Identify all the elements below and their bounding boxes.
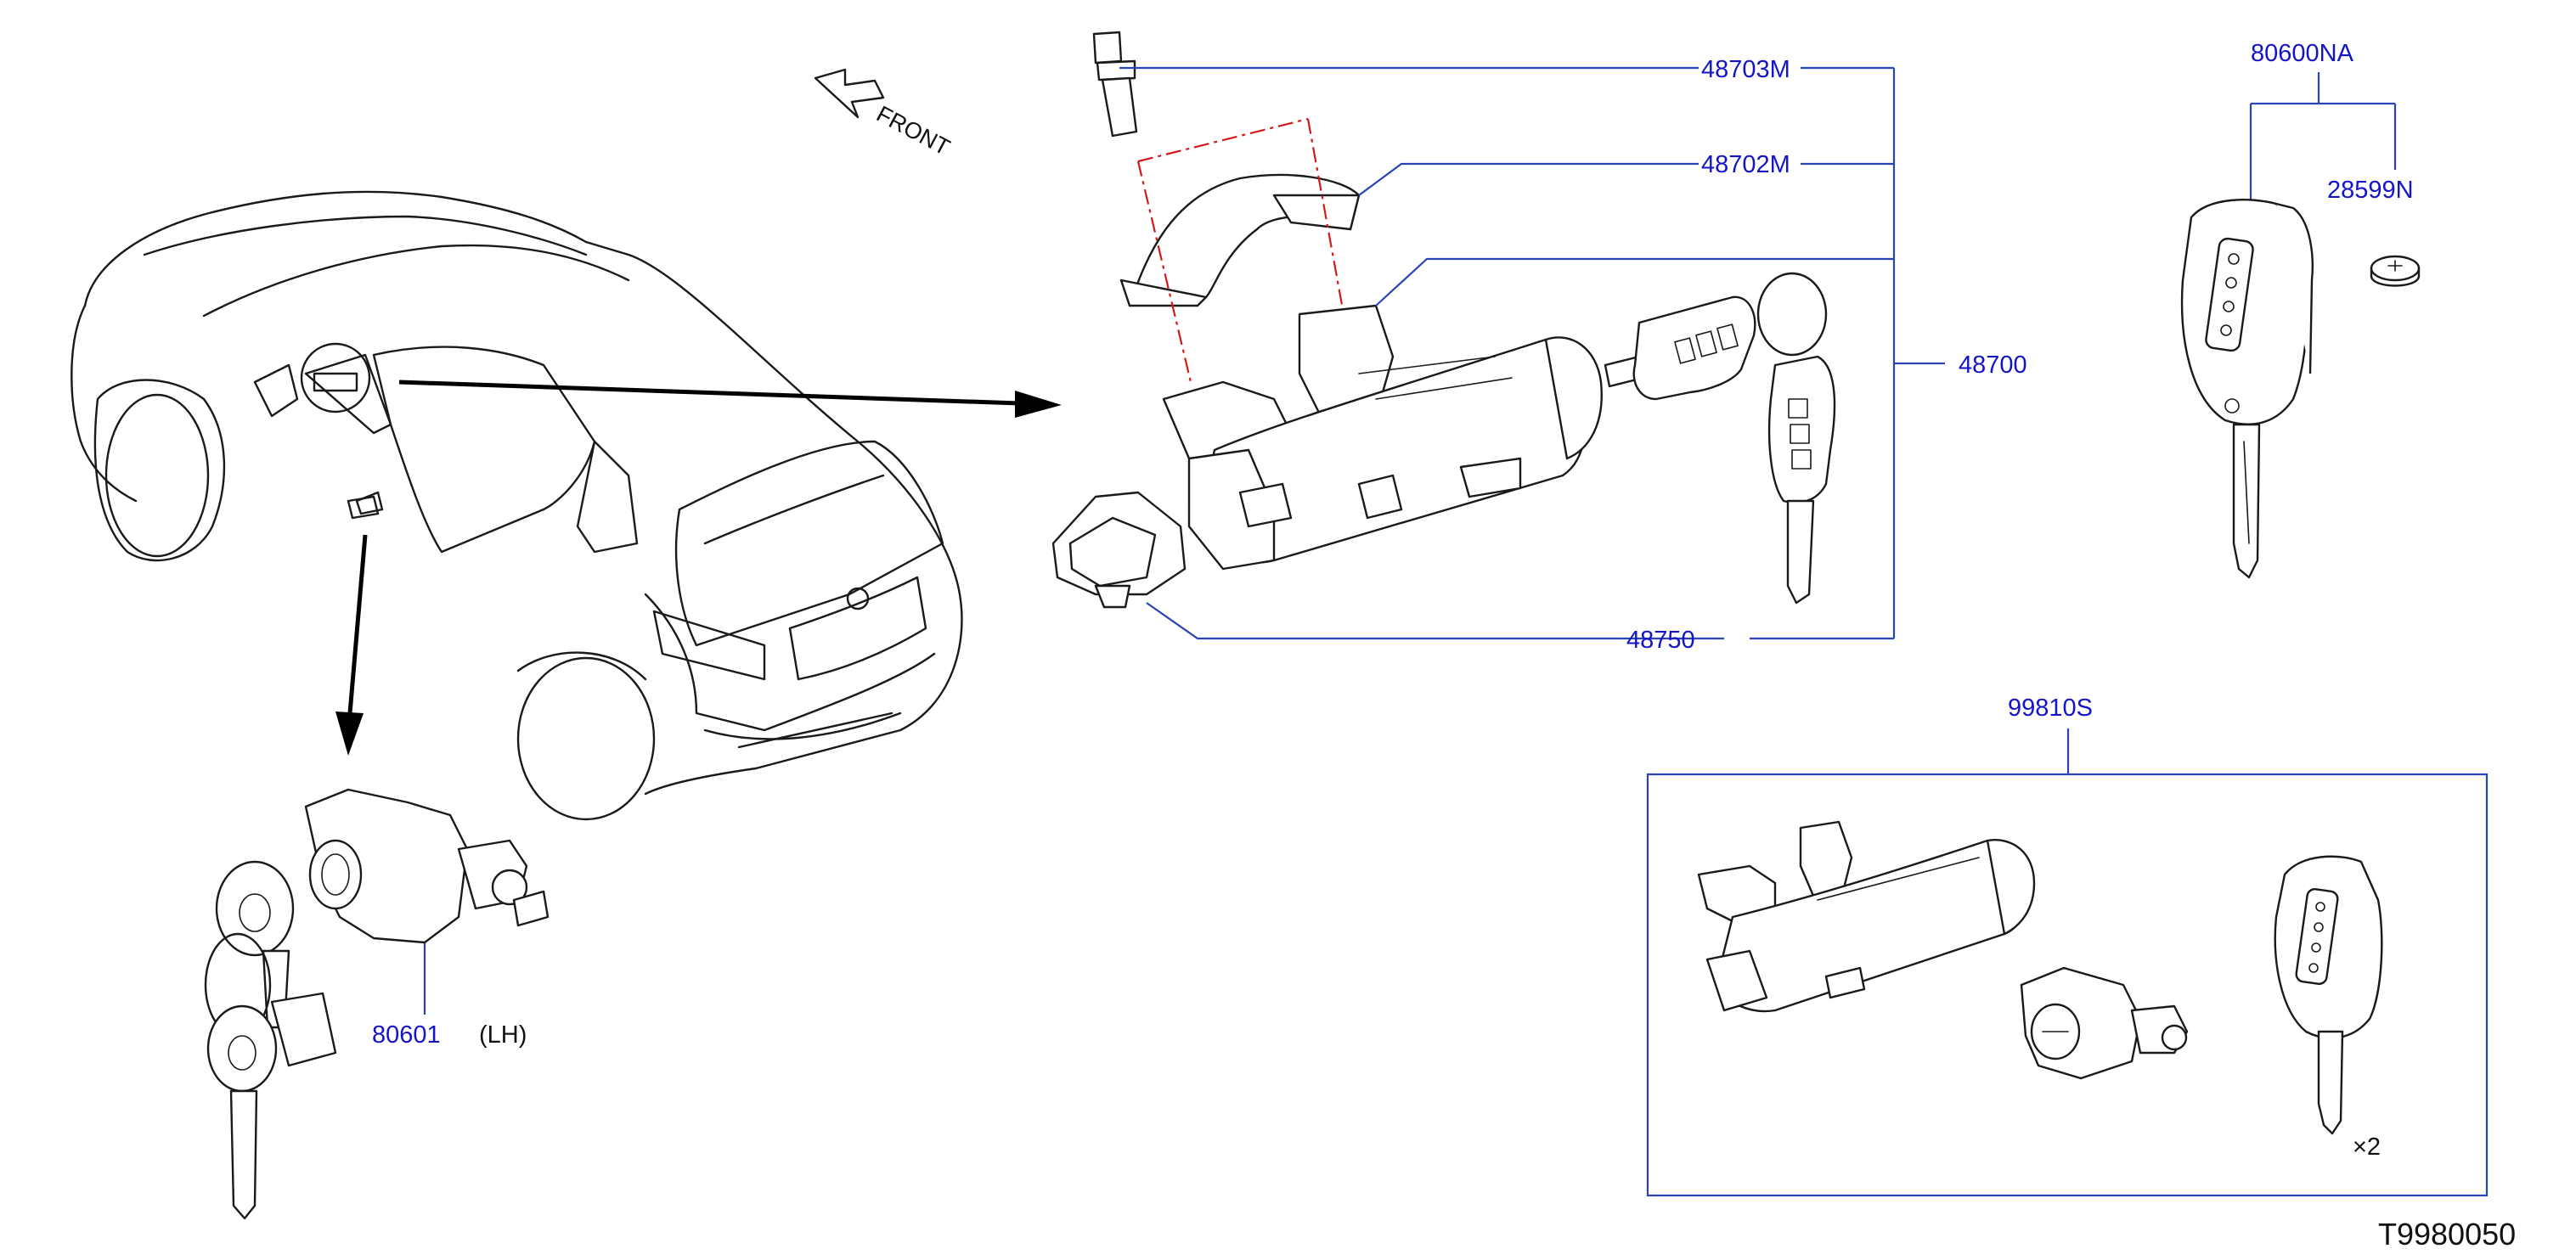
key-fob-48700 [1604,272,1836,605]
part-number-48702M: 48702M [1701,151,1790,178]
folding-key-80600NA [2180,199,2314,579]
part-number-99810S: 99810S [2008,695,2093,722]
part-number-80601: 80601 [372,1021,441,1049]
part-number-48700: 48700 [1959,352,2027,379]
part-number-48703M: 48703M [1701,56,1790,83]
front-label: FRONT [872,101,954,160]
part-labels: 48703M 48702M 48700 48750 80600NA 28599N… [372,40,2516,1252]
clamp-48702M [1119,173,1361,307]
diagram-reference-number: T9980050 [2378,1217,2516,1252]
kit-99810S [1697,820,2383,1135]
vehicle-illustration [70,190,963,821]
side-label-lh: (LH) [479,1021,527,1049]
ignition-assembly [1051,31,1836,609]
door-lock-80601 [204,788,550,1220]
ignition-switch-48750 [1051,491,1187,609]
front-direction-indicator: FRONT [814,68,954,160]
centerline [1136,117,1345,383]
part-number-48750: 48750 [1626,627,1695,654]
steering-lock-body-48700 [1162,304,1603,571]
callout-arrow-ignition [398,380,1062,418]
leader-lines [423,66,2489,1197]
quantity-label: ×2 [2353,1133,2381,1161]
part-number-28599N: 28599N [2327,177,2414,204]
bolt-48703M [1092,31,1138,138]
part-number-80600NA: 80600NA [2251,40,2354,67]
callout-arrow-door-lock [335,534,368,756]
battery-28599N [2370,255,2421,287]
